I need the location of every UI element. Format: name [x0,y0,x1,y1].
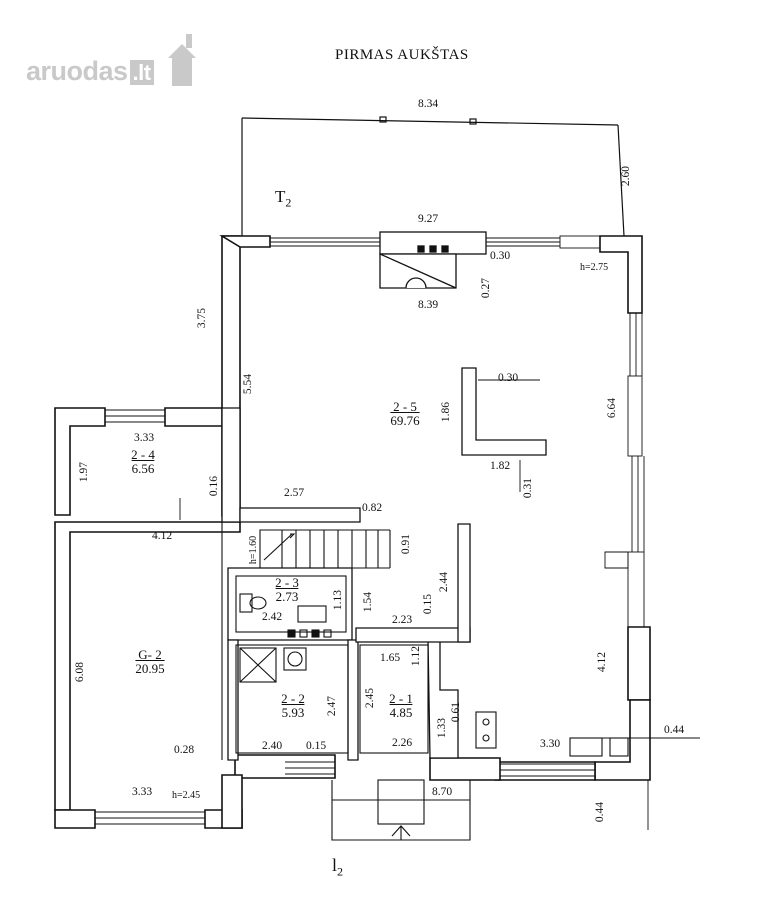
dim-2-47: 2.47 [326,695,339,717]
dim-2-23: 2.23 [392,614,413,626]
height-2-45: h=2.45 [172,790,201,801]
dim-0-44-bottom: 0.44 [594,801,607,823]
dim-2-26: 2.26 [392,737,413,749]
dim-1-33: 1.33 [436,717,449,739]
dim-4-12-left: 4.12 [152,530,173,542]
dim-6-08: 6.08 [74,661,87,683]
dim-0-44-right: 0.44 [664,724,685,736]
height-2-75: h=2.75 [580,262,609,273]
dim-8-39: 8.39 [418,299,439,311]
dim-4-12-right: 4.12 [596,651,609,673]
dim-2-40: 2.40 [262,740,283,752]
dim-1-97: 1.97 [78,461,91,483]
height-1-60: h=1.60 [248,535,260,565]
watermark-name: aruodas [26,56,128,86]
dim-0-15-bottom: 0.15 [306,740,327,752]
dim-1-54: 1.54 [362,591,375,613]
fireplace [379,231,487,289]
dim-9-27: 9.27 [418,213,439,225]
dim-8-70: 8.70 [432,786,453,798]
dim-0-91: 0.91 [400,533,413,555]
dim-0-16: 0.16 [208,475,221,497]
dim-2-57: 2.57 [284,487,305,499]
dim-0-30-top: 0.30 [490,250,511,262]
dim-2-42: 2.42 [262,611,283,623]
dim-0-28: 0.28 [174,744,195,756]
watermark-tld: .lt [129,60,154,85]
dim-0-82: 0.82 [362,502,383,514]
dim-8-34: 8.34 [418,98,439,110]
dimension-lines [179,379,700,830]
dim-1-65: 1.65 [380,652,401,664]
dim-1-13: 1.13 [332,589,345,611]
dim-2-45: 2.45 [364,687,377,709]
dim-3-75: 3.75 [196,307,209,329]
dim-0-27: 0.27 [480,277,493,299]
dim-1-82: 1.82 [490,460,511,472]
terrace-label: T2 [275,187,292,210]
dim-1-86: 1.86 [440,401,453,423]
terrace-outline [241,116,625,237]
room-lines [221,522,629,841]
dim-3-33-bottom: 3.33 [132,786,153,798]
dim-3-30: 3.30 [540,738,561,750]
dim-0-15-top: 0.15 [422,593,435,615]
dim-2-44: 2.44 [438,571,451,593]
dim-2-60: 2.60 [620,165,633,187]
watermark-logo: aruodas.lt [26,56,154,87]
dim-5-54: 5.54 [242,373,255,395]
plan-title: PIRMAS AUKŠTAS [335,47,469,63]
dim-6-64: 6.64 [606,397,619,419]
outer-walls [54,235,651,829]
windows [95,235,645,825]
dim-0-61: 0.61 [450,701,463,723]
entrance-label: l2 [332,855,344,879]
dim-0-30-column: 0.30 [498,372,519,384]
dim-1-12: 1.12 [410,645,423,667]
watermark-house-icon [168,34,196,86]
dim-3-33-top: 3.33 [134,432,155,444]
dim-0-31: 0.31 [522,477,535,499]
